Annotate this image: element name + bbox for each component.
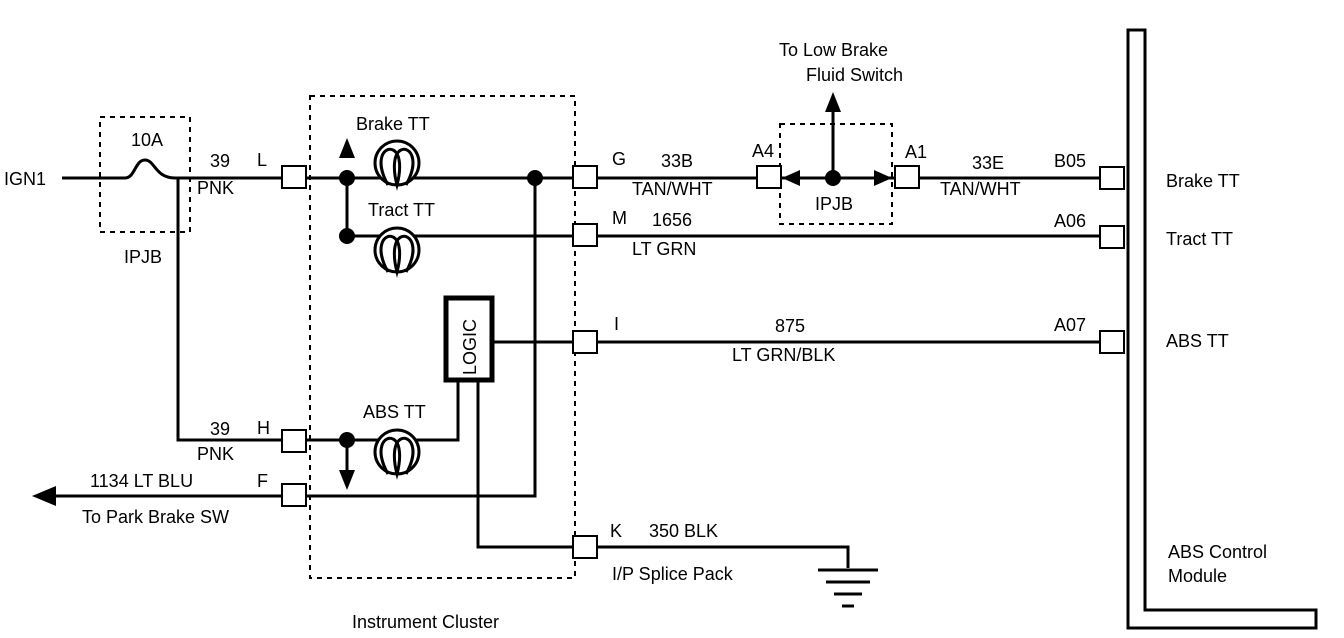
pin-l-label: L xyxy=(257,150,267,170)
park-brake-arrow xyxy=(32,486,56,506)
logic-block xyxy=(443,295,495,383)
wire39-num-top: 39 xyxy=(210,151,230,171)
module-abs-tt-label: ABS TT xyxy=(1166,331,1229,351)
pin-h-label: H xyxy=(257,418,270,438)
pin-f-label: F xyxy=(257,471,268,491)
wire1656-num: 1656 xyxy=(652,210,692,230)
ipjb-left-box xyxy=(99,116,191,233)
instrument-cluster-box xyxy=(309,95,576,579)
module-name-line2: Module xyxy=(1168,566,1227,586)
pin-a06-label: A06 xyxy=(1054,211,1086,231)
abs-module-outline xyxy=(1126,28,1318,630)
wire33b-num: 33B xyxy=(661,151,693,171)
wire1656-color: LT GRN xyxy=(632,239,696,259)
pin-a4-label: A4 xyxy=(752,141,774,161)
wire875-num: 875 xyxy=(775,316,805,336)
pin-i-label: I xyxy=(614,314,619,334)
pin-a07-label: A07 xyxy=(1054,315,1086,335)
pin-b05-label: B05 xyxy=(1054,151,1086,171)
wire875-color: LT GRN/BLK xyxy=(732,345,835,365)
instrument-cluster-label: Instrument Cluster xyxy=(352,612,499,632)
module-tract-tt-label: Tract TT xyxy=(1166,229,1233,249)
wire33b-color: TAN/WHT xyxy=(632,179,713,199)
brake-tt-lamp-label: Brake TT xyxy=(356,114,430,134)
splice-dots xyxy=(339,170,841,448)
wire350-label: 350 BLK xyxy=(649,521,718,541)
wire39-num-bot: 39 xyxy=(210,419,230,439)
pin-k-label: K xyxy=(610,521,622,541)
wire33e-num: 33E xyxy=(972,153,1004,173)
to-low-brake-line1: To Low Brake xyxy=(779,40,888,60)
module-brake-tt-label: Brake TT xyxy=(1166,171,1240,191)
to-low-brake-line2: Fluid Switch xyxy=(806,65,903,85)
to-park-brake-label: To Park Brake SW xyxy=(82,507,229,527)
pin-m-label: M xyxy=(612,208,627,228)
tract-tt-lamp-symbol xyxy=(373,226,421,278)
abs-tt-lamp-symbol xyxy=(373,428,421,480)
fuse-rating-label: 10A xyxy=(131,130,163,150)
ipjb-left-label: IPJB xyxy=(124,247,162,267)
wires xyxy=(55,110,1100,608)
wire39-color-top: PNK xyxy=(197,178,234,198)
brake-tt-lamp-symbol xyxy=(373,139,421,191)
pin-a1-label: A1 xyxy=(905,142,927,162)
arrowheads xyxy=(32,92,892,506)
connector-pins xyxy=(281,165,1125,559)
module-name-line1: ABS Control xyxy=(1168,542,1267,562)
splice-pack-label: I/P Splice Pack xyxy=(612,564,734,584)
pin-g-label: G xyxy=(612,149,626,169)
wire39-color-bot: PNK xyxy=(197,444,234,464)
abs-tt-lamp-label: ABS TT xyxy=(363,402,426,422)
wire1134-label: 1134 LT BLU xyxy=(90,471,193,491)
ign1-label: IGN1 xyxy=(4,169,46,189)
wire33e-color: TAN/WHT xyxy=(940,179,1021,199)
ground-symbol xyxy=(818,568,878,608)
logic-label: LOGIC xyxy=(460,319,480,375)
tract-tt-lamp-label: Tract TT xyxy=(368,200,435,220)
ipjb-right-label: IPJB xyxy=(815,194,853,214)
fuse-symbol xyxy=(124,158,176,180)
